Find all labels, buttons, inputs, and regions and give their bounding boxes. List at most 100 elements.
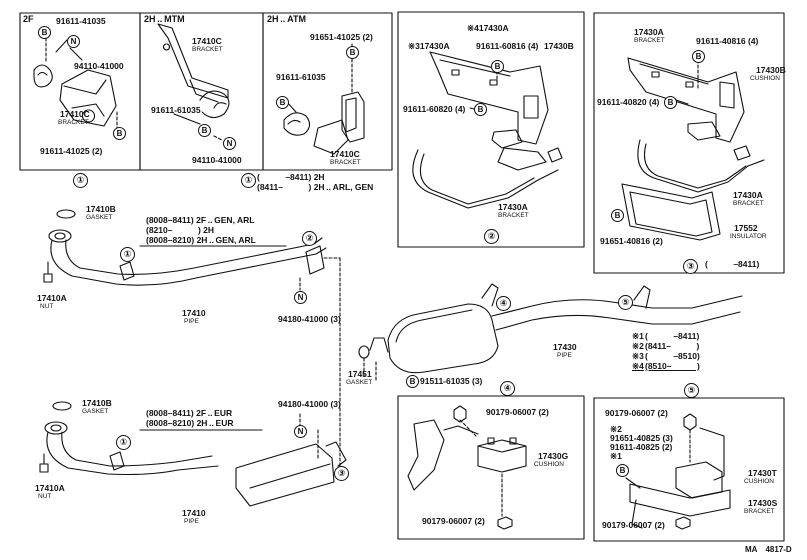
callout-b: B	[692, 50, 705, 63]
part-17430g: 17430G	[538, 451, 569, 461]
panel-3-ref: ③	[683, 259, 698, 274]
front-pipe-2-drawing	[39, 401, 347, 507]
note-gen-arl-2: (8210– ) 2H	[146, 225, 215, 235]
callout-n: N	[294, 425, 307, 438]
callout-b: B	[276, 96, 289, 109]
callout-b: B	[611, 209, 624, 222]
part-17410a: 17410A	[37, 293, 67, 303]
part-17430a: 17430A	[498, 202, 528, 212]
part-17552-name: INSULATOR	[730, 233, 767, 240]
callout-b: B	[113, 127, 126, 140]
panel-mtm-drawing	[157, 23, 230, 141]
legend-range: ( –8510)	[645, 351, 700, 361]
panel-5-frame	[593, 397, 785, 542]
part-94110-41000: 94110-41000	[192, 155, 242, 165]
callout-b: B	[664, 96, 677, 109]
panel-2-ref: ②	[484, 229, 499, 244]
part-17410: 17410	[182, 508, 206, 518]
part-17430-name: PIPE	[557, 352, 572, 359]
part-91611-61035: 91611-61035	[151, 105, 201, 115]
part-17430b-name: CUSHION	[750, 75, 780, 82]
callout-4: ④	[500, 381, 515, 396]
part-17410c: 17410C	[330, 149, 360, 159]
part-17430s-name: BRACKET	[744, 508, 775, 515]
panel-2h-atm-frame	[262, 12, 393, 171]
part-17410a-name: NUT	[40, 303, 54, 310]
part-91611-61035: 91611-61035	[276, 72, 326, 82]
callout-b: B	[38, 26, 51, 39]
part-17430b: 17430B	[544, 41, 574, 51]
part-91611-41025: 91611-41025 (2)	[40, 146, 103, 156]
callout-b: B	[346, 46, 359, 59]
panel-2f-ref: ①	[73, 173, 88, 188]
front-pipe-1-drawing	[43, 209, 327, 286]
leader-lines	[299, 257, 377, 471]
ref-note-circle: ①	[241, 173, 256, 188]
callout-n: N	[294, 291, 307, 304]
panel-5-drawing	[625, 413, 731, 530]
part-90179-06007: 90179-06007 (2)	[602, 520, 665, 530]
part-91611-60816: 91611-60816 (4)	[476, 41, 539, 51]
panel-3-drawing	[621, 57, 765, 241]
part-91611-40825: 91611-40825 (2)	[610, 442, 673, 452]
part-17430a-name: BRACKET	[733, 200, 764, 207]
part-17410a: 17410A	[35, 483, 65, 493]
part-91611-60820: 91611-60820 (4)	[403, 104, 466, 114]
panel-2f-header: 2F	[23, 14, 34, 24]
part-17430a: 17430A	[733, 190, 763, 200]
part-17410b-name: GASKET	[86, 214, 113, 221]
callout-b: B	[616, 464, 629, 477]
legend-mark: ※1	[632, 331, 644, 341]
ref-note-line1: ( –8411) 2H	[257, 172, 325, 182]
part-91651-41025: 91651-41025 (2)	[310, 32, 373, 42]
part-90179-06007: 90179-06007 (2)	[422, 516, 485, 526]
callout-b: B	[474, 103, 487, 116]
part-17410a-name: NUT	[38, 493, 52, 500]
panel-2-drawing	[412, 51, 563, 209]
part-17410c-name: BRACKET	[58, 119, 89, 126]
part-417430a: ※417430A	[467, 23, 509, 33]
part-17430b: 17430B	[756, 65, 786, 75]
part-17410b-name: GASKET	[82, 408, 109, 415]
part-91511-61035: 91511-61035 (3)	[420, 376, 483, 386]
part-91611-41035: 91611-41035	[56, 16, 106, 26]
part-17451-name: GASKET	[346, 379, 373, 386]
part-17430a-name: BRACKET	[634, 37, 665, 44]
part-17430a: 17430A	[634, 27, 664, 37]
panel-4-drawing	[407, 405, 527, 530]
part-17430: 17430	[553, 342, 577, 352]
part-17410b: 17410B	[86, 204, 116, 214]
panel-2f-drawing	[33, 37, 118, 129]
part-17410c: 17410C	[60, 109, 90, 119]
callout-b: B	[198, 124, 211, 137]
part-17430a-name: BRACKET	[498, 212, 529, 219]
part-91611-40820: 91611-40820 (4)	[597, 97, 660, 107]
legend-mark: ※2	[632, 341, 644, 351]
part-317430a: ※317430A	[408, 41, 450, 51]
legend-range: (8510– )	[645, 361, 700, 371]
note-eur-1: (8008–8411) 2F .. EUR	[146, 408, 233, 418]
callout-b: B	[491, 60, 504, 73]
callout-b: B	[406, 375, 419, 388]
diagram-code: MA 4817-D	[745, 545, 792, 554]
part-17430t-name: CUSHION	[744, 478, 774, 485]
panel-4-frame	[397, 395, 585, 540]
panel-atm-drawing	[283, 43, 365, 155]
part-17430s: 17430S	[748, 498, 778, 508]
part-17410c-name: BRACKET	[192, 46, 223, 53]
part-mark-2: ※2	[610, 424, 622, 434]
part-17451: 17451	[348, 369, 372, 379]
callout-5: ⑤	[618, 295, 633, 310]
callout-3: ③	[334, 466, 349, 481]
part-17410b: 17410B	[82, 398, 112, 408]
part-mark-1: ※1	[610, 451, 622, 461]
panel-atm-header: 2H .. ATM	[267, 14, 306, 24]
note-gen-arl-3: (8008–8210) 2H .. GEN, ARL	[146, 235, 256, 245]
callout-1: ①	[120, 247, 135, 262]
legend-range: (8411– )	[645, 341, 700, 351]
note-eur-2: (8008–8210) 2H .. EUR	[146, 418, 234, 428]
panel-mtm-header: 2H .. MTM	[144, 14, 185, 24]
part-94180-41000: 94180-41000 (3)	[278, 314, 341, 324]
callout-2: ②	[302, 231, 317, 246]
